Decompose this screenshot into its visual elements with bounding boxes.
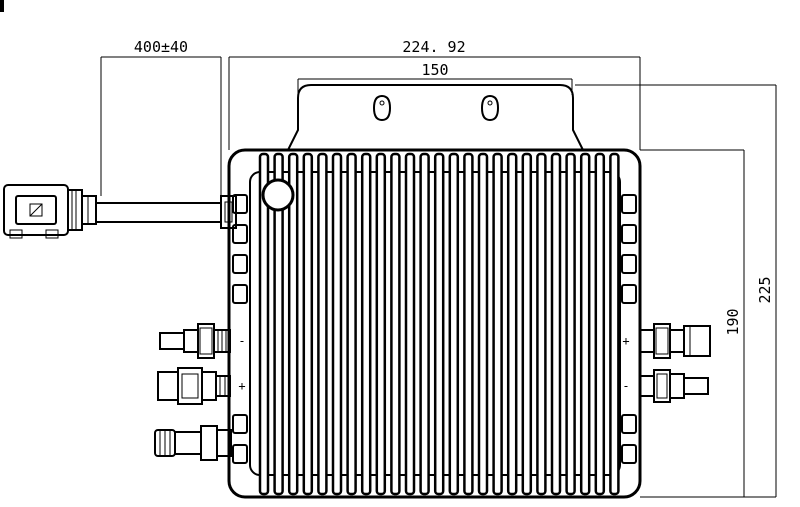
ground-connector (154, 425, 232, 461)
dc-connector-right-upper (639, 323, 711, 359)
heatsink-fin (536, 152, 547, 496)
dimension-lines (100, 56, 777, 498)
heatsink-fin (521, 152, 533, 496)
polarity-left-upper: - (238, 334, 245, 348)
edge-notch-left (232, 414, 248, 434)
edge-notch-left (232, 224, 248, 244)
edge-notch-right (621, 414, 637, 434)
heatsink-fin (477, 152, 489, 496)
edge-notch-left (232, 284, 248, 304)
edge-notch-right (621, 444, 637, 464)
heatsink-fin (463, 152, 474, 496)
heatsink-fin (448, 152, 460, 496)
polarity-left-lower: + (238, 379, 245, 393)
heatsink-fin (609, 152, 620, 496)
heatsink-fin (273, 152, 284, 496)
heatsink-fin (419, 152, 430, 496)
heatsink-fin (317, 152, 328, 496)
cable-length-dim-label: 400±40 (134, 38, 188, 56)
mounting-hole-right (480, 94, 500, 122)
heatsink-fin (331, 152, 343, 496)
heatsink-fin (404, 152, 416, 496)
ac-connector (3, 184, 97, 239)
heatsink-fin (258, 152, 270, 496)
heatsink-fin (565, 152, 576, 496)
heatsink-fin (375, 152, 387, 496)
edge-notches (232, 194, 637, 464)
edge-notch-left (232, 254, 248, 274)
edge-notch-right (621, 254, 637, 274)
heatsink-fin (360, 152, 372, 496)
heatsink-fins (258, 152, 620, 496)
dc-connector-right-lower (639, 369, 709, 403)
heatsink-fin (594, 152, 606, 496)
heatsink-fin (433, 152, 445, 496)
bracket-width-dim-label: 150 (421, 61, 448, 79)
heatsink-fin (506, 152, 518, 496)
corner-mark (0, 0, 4, 12)
ac-cable (96, 195, 237, 229)
overall-width-dim-label: 224. 92 (402, 38, 465, 56)
status-led (261, 178, 295, 212)
heatsink-fin (390, 152, 401, 496)
edge-notch-right (621, 194, 637, 214)
edge-notch-right (621, 224, 637, 244)
heatsink-fin (302, 152, 314, 496)
heatsink-fin (346, 152, 357, 496)
mounting-bracket (287, 84, 584, 151)
mounting-hole-left (372, 94, 392, 122)
dc-connector-left-upper (159, 323, 231, 359)
heatsink-fin (579, 152, 591, 496)
heatsink-fin (550, 152, 562, 496)
dc-connector-left-lower (157, 367, 231, 405)
overall-height-dim-label: 225 (756, 276, 774, 303)
polarity-right-upper: + (622, 334, 629, 348)
edge-notch-left (232, 444, 248, 464)
body-height-dim-label: 190 (724, 308, 742, 335)
polarity-right-lower: - (622, 379, 629, 393)
heatsink-fin (287, 152, 299, 496)
heatsink-fin (492, 152, 503, 496)
edge-notch-right (621, 284, 637, 304)
